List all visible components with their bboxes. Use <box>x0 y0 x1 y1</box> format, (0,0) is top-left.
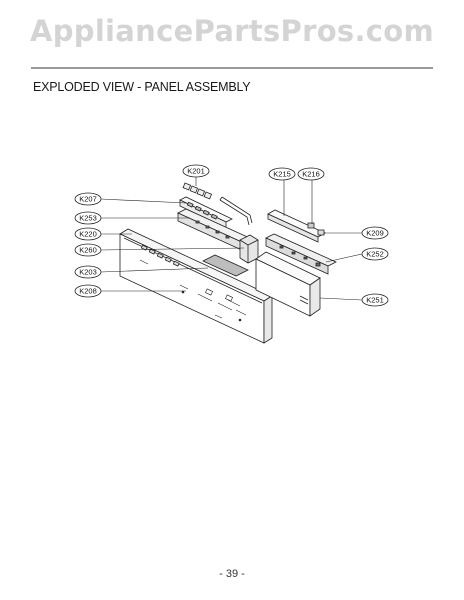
callout-k209: K209 <box>361 226 389 240</box>
callout-k201-label: K201 <box>187 167 205 176</box>
callout-k207-label: K207 <box>79 195 97 204</box>
display-strip <box>267 209 326 243</box>
callout-k215-label: K215 <box>273 170 291 179</box>
callout-k220-label: K220 <box>79 230 97 239</box>
callout-k215: K215 <box>268 167 296 181</box>
control-panel <box>119 228 273 344</box>
callout-k201: K201 <box>182 164 210 178</box>
header-rule <box>31 67 433 69</box>
watermark: AppliancePartsPros.com <box>29 14 435 48</box>
callout-k252-label: K252 <box>366 250 384 259</box>
callout-k260-label: K260 <box>79 246 97 255</box>
display-pcb <box>265 233 337 275</box>
section-title: EXPLODED VIEW - PANEL ASSEMBLY <box>33 80 251 94</box>
small-knob <box>307 222 315 229</box>
callout-k216-label: K216 <box>302 170 320 179</box>
callout-k252: K252 <box>361 247 389 261</box>
callout-k253: K253 <box>74 211 102 225</box>
display-window <box>202 254 249 277</box>
callout-k253-label: K253 <box>79 214 97 223</box>
connector-block <box>239 234 259 264</box>
callout-k260: K260 <box>74 243 102 257</box>
pcb-housing <box>255 251 321 317</box>
callout-k251: K251 <box>361 293 389 307</box>
callout-k207: K207 <box>74 192 102 206</box>
leader-lines <box>100 177 363 301</box>
page-number: - 39 - <box>219 568 245 580</box>
key-buttons <box>182 182 213 200</box>
callout-k209-label: K209 <box>366 229 384 238</box>
callout-k203: K203 <box>74 265 102 279</box>
callout-k220: K220 <box>74 227 102 241</box>
button-holder <box>179 196 233 229</box>
bracket-strip <box>219 196 253 226</box>
callout-k203-label: K203 <box>79 268 97 277</box>
callout-k208: K208 <box>74 284 102 298</box>
callout-k251-label: K251 <box>366 296 384 305</box>
small-cap <box>317 229 325 236</box>
callout-k208-label: K208 <box>79 287 97 296</box>
callout-k216: K216 <box>297 167 325 181</box>
